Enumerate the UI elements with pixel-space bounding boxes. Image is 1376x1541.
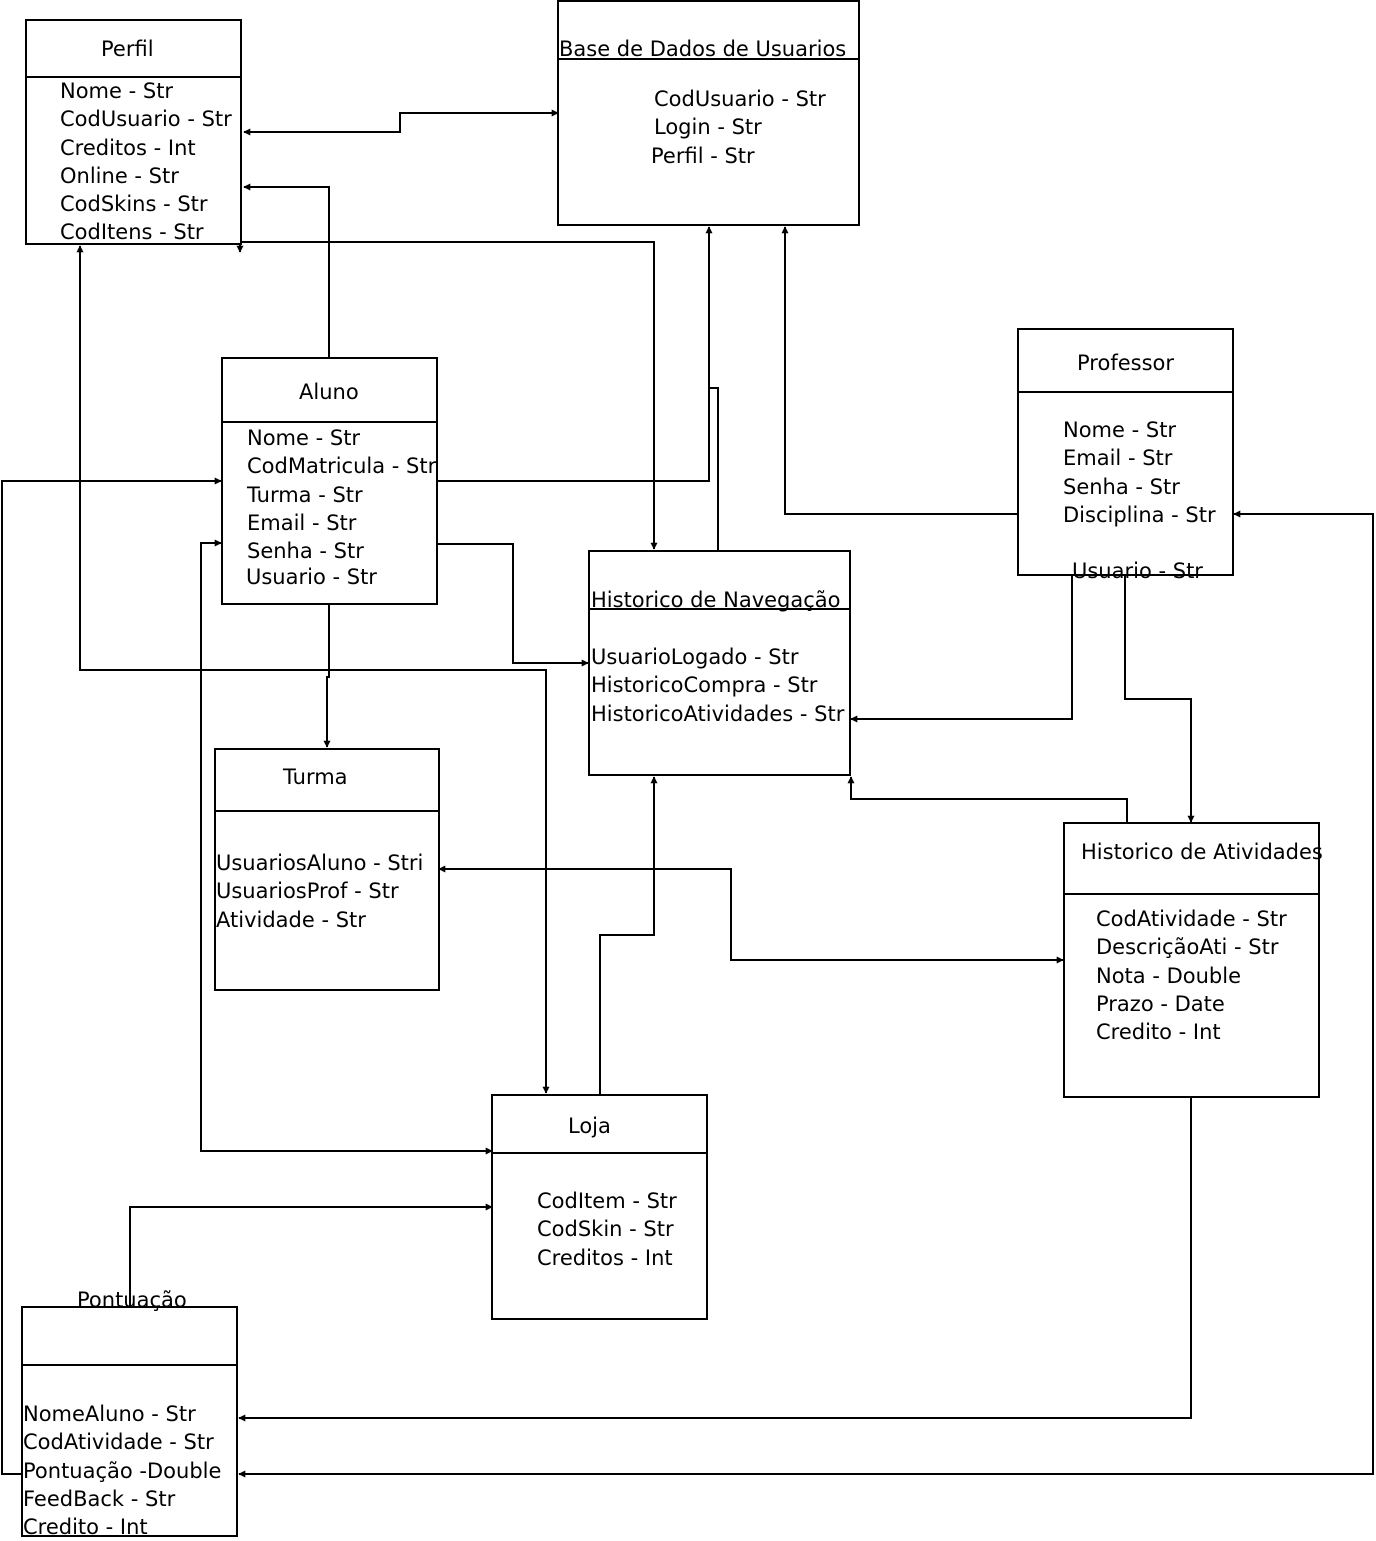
entity-professor[interactable]: Professor Nome - Str Email - Str Senha -… [1017,328,1234,583]
entity-title-bar: Base de Dados de Usuarios [559,2,858,60]
entity-fields: Nome - Str CodUsuario - Str Creditos - I… [60,77,232,247]
entity-title: Base de Dados de Usuarios [559,37,847,61]
entity-title: Professor [1077,351,1174,375]
field: Nome - Str [247,426,361,450]
connector-historico-ativ-pontuacao [238,1097,1192,1422]
connector-turma-historico-ativ [438,865,1064,964]
field: Turma - Str [247,482,363,507]
entity-title-bar: Loja [493,1096,706,1154]
connector-pontuacao-aluno [1,477,222,1475]
entity-fields: Nome - Str Email - Str Senha - Str Disci… [1063,416,1216,586]
entity-turma[interactable]: Turma UsuariosAluno - Stri UsuariosProf … [214,748,440,991]
connector-professor-historico-nav [850,576,1073,723]
field [1063,529,1216,557]
connector-aluno-historico-nav [437,543,589,667]
entity-title-bar: Professor [1019,330,1232,393]
entity-historico-navegacao[interactable]: Historico de Navegação UsuarioLogado - S… [588,550,851,776]
entity-fields: CodUsuario - Str Login - Str Perfil - St… [651,85,826,170]
field: UsuarioLogado - Str [591,645,799,669]
field: Email - Str [247,510,357,535]
field: CodSkins - Str [60,192,208,217]
connector-professor-base [781,226,1019,515]
field: Senha - Str [247,539,364,564]
connector-aluno-base [437,226,713,482]
field: DescriçãoAti - Str [1096,935,1279,960]
entity-base-de-dados[interactable]: Base de Dados de Usuarios CodUsuario - S… [557,0,860,226]
entity-title-bar: Aluno [223,359,436,423]
field: Perfil - Str [651,143,755,168]
field: CodItens - Str [60,220,204,245]
entity-fields: NomeAluno - Str CodAtividade - Str Pontu… [23,1400,221,1541]
field: Disciplina - Str [1063,502,1216,527]
entity-fields: CodAtividade - Str DescriçãoAti - Str No… [1096,905,1287,1046]
connector-aluno-turma [323,604,331,748]
field: CodAtividade - Str [1096,907,1287,931]
entity-title: Historico de Atividades [1081,840,1323,864]
field: UsuariosAluno - Stri [216,851,424,875]
connector-aluno-perfil [243,183,330,358]
entity-title: Pontuação [77,1288,187,1312]
entity-pontuacao[interactable]: Pontuação NomeAluno - Str CodAtividade -… [21,1290,238,1539]
field: CodItem - Str [537,1189,677,1213]
entity-historico-atividades[interactable]: Historico de Atividades CodAtividade - S… [1063,822,1323,1098]
field: HistoricoCompra - Str [591,673,818,698]
field: Login - Str [654,115,762,140]
field: HistoricoAtividades - Str [591,701,845,726]
entity-aluno[interactable]: Aluno Nome - Str CodMatricula - Str Turm… [221,357,438,605]
field: Nome - Str [1063,418,1177,442]
entity-title: Historico de Navegação [591,588,841,612]
field: CodSkin - Str [537,1217,674,1242]
field: Creditos - Int [60,135,196,160]
field: FeedBack - Str [23,1486,176,1511]
field: Creditos - Int [537,1245,673,1270]
field: Prazo - Date [1096,991,1225,1016]
connector-historico-nav-base [709,387,719,551]
field: Online - Str [60,163,179,188]
entity-fields: CodItem - Str CodSkin - Str Creditos - I… [537,1187,677,1272]
entity-perfil[interactable]: Perfil Nome - Str CodUsuario - Str Credi… [25,19,242,245]
connector-professor-historico-ativ [1124,576,1195,823]
field: CodUsuario - Str [654,87,826,111]
field: Email - Str [1063,446,1173,471]
entity-title-bar: Perfil [27,21,240,78]
field: NomeAluno - Str [23,1402,196,1426]
field: CodMatricula - Str [247,454,437,479]
connector-historico-ativ-historico-nav [847,776,1128,823]
entity-title: Perfil [101,37,154,61]
field: Usuario - Str [246,565,377,590]
field: Atividade - Str [216,907,366,932]
field: CodUsuario - Str [60,107,232,132]
entity-fields: UsuarioLogado - Str HistoricoCompra - St… [591,643,844,728]
connector-perfil-base [243,109,559,136]
entity-fields: UsuariosAluno - Stri UsuariosProf - Str … [216,849,423,934]
entity-title-bar: Turma [216,750,438,812]
entity-title: Loja [568,1114,611,1138]
field: Credito - Int [1096,1020,1221,1045]
entity-loja[interactable]: Loja CodItem - Str CodSkin - Str Credito… [491,1094,708,1320]
entity-title: Turma [283,765,348,789]
entity-fields: Nome - Str CodMatricula - Str Turma - St… [246,424,437,592]
field: Nota - Double [1096,963,1242,988]
connector-professor-pontuacao [238,510,1374,1478]
entity-title: Aluno [299,380,359,404]
entity-title-bar: Historico de Navegação [590,552,849,612]
field: UsuariosProf - Str [216,879,399,904]
field: Pontuação -Double [23,1458,222,1483]
field: Credito - Int [23,1515,148,1540]
entity-title-bar: Historico de Atividades [1065,824,1323,895]
field: CodAtividade - Str [23,1430,214,1455]
field: Senha - Str [1063,474,1180,499]
field: Usuario - Str [1072,559,1203,584]
connector-loja-historico-nav [599,776,658,1094]
entity-title-bar: Pontuação [23,1290,236,1366]
field: Nome - Str [60,79,174,103]
